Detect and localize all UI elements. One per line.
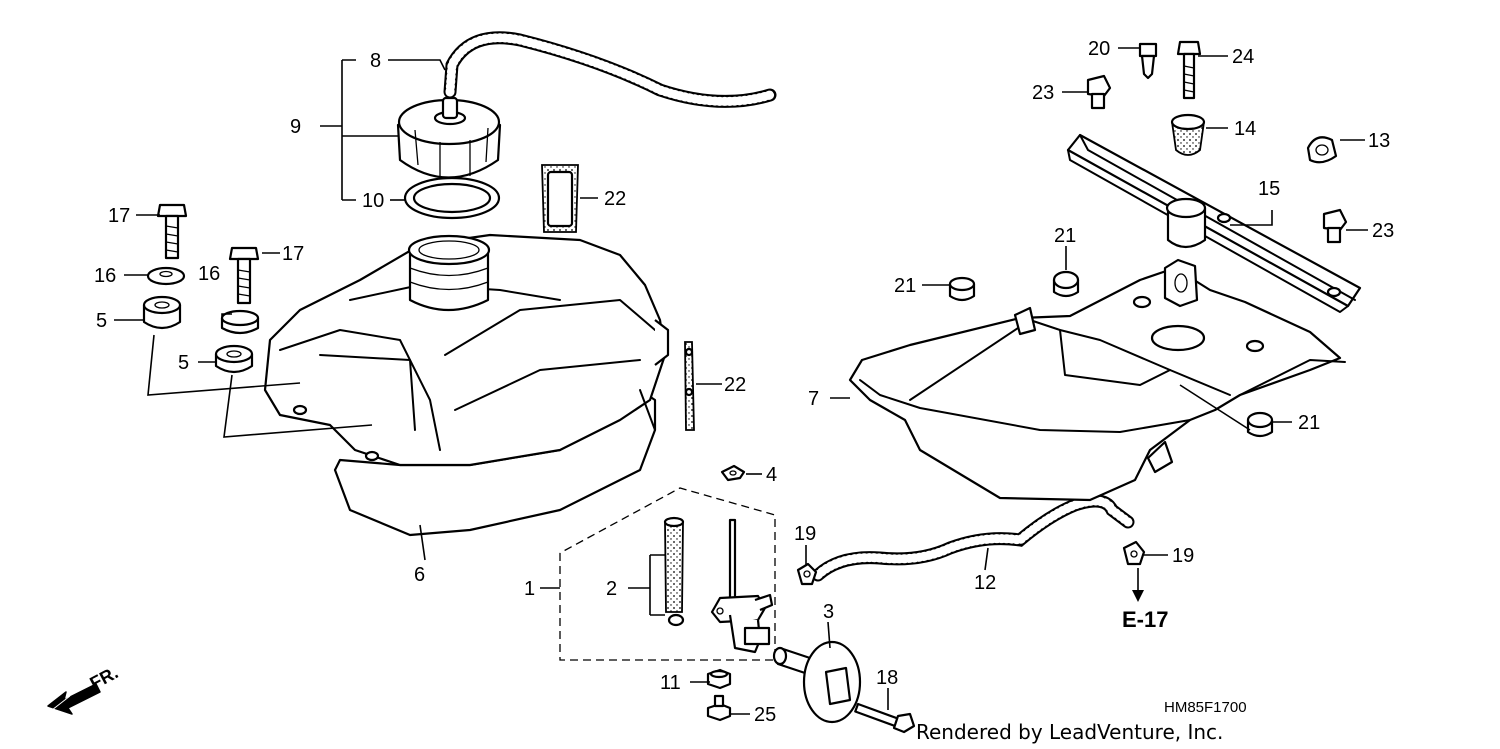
- callout-7: 7: [808, 388, 819, 410]
- callout-8: 8: [370, 50, 381, 72]
- bracket-15: [1066, 133, 1362, 313]
- fuel-valve-group-outline: [559, 487, 776, 661]
- callout-12: 12: [974, 572, 996, 594]
- callout-25: 25: [754, 704, 776, 726]
- reference-e17[interactable]: E-17: [1122, 607, 1168, 632]
- bolt-17-left: [156, 203, 188, 260]
- callout-2: 2: [606, 578, 617, 600]
- callout-22-side: 22: [724, 374, 746, 396]
- callout-21-left: 21: [894, 275, 916, 297]
- front-direction-arrow-icon: [47, 683, 101, 715]
- bolt-24: [1176, 40, 1202, 100]
- nut-11: [706, 668, 732, 690]
- fuel-strainer: [663, 516, 685, 627]
- render-credit: Rendered by LeadVenture, Inc.: [916, 720, 1223, 744]
- callout-19-right: 19: [1172, 545, 1194, 567]
- callout-5-left: 5: [96, 310, 107, 332]
- callout-20: 20: [1088, 38, 1110, 60]
- hose-clip-19-left: [796, 562, 818, 586]
- grommet-21-b: [1052, 270, 1080, 298]
- callout-24: 24: [1232, 46, 1254, 68]
- washer-16-left: [146, 266, 186, 286]
- bolt-25: [706, 694, 732, 722]
- callout-labels: 8 9 10 22 17 17 16 16 5 5 22 4 6 1 2 19 …: [94, 38, 1394, 726]
- callout-15: 15: [1258, 178, 1280, 200]
- callout-9: 9: [290, 116, 301, 138]
- clip-20: [1138, 42, 1158, 80]
- callout-16-left: 16: [94, 265, 116, 287]
- callout-23-right: 23: [1372, 220, 1394, 242]
- fuel-hose: [811, 494, 1135, 582]
- callout-17-left: 17: [108, 205, 130, 227]
- diagram-code: HM85F1700: [1164, 699, 1247, 716]
- tank-strap-side: [684, 341, 695, 431]
- clip-13: [1306, 136, 1338, 164]
- callout-19-left: 19: [794, 523, 816, 545]
- grommet-5-left: [142, 295, 182, 330]
- callout-4: 4: [766, 464, 777, 486]
- grommet-21-c: [1246, 411, 1274, 438]
- callout-5-center: 5: [178, 352, 189, 374]
- bolt-23-right: [1322, 208, 1348, 244]
- callout-1: 1: [524, 578, 535, 600]
- tray-7: [848, 258, 1346, 502]
- tank-strap-top: [541, 164, 579, 233]
- callout-18: 18: [876, 667, 898, 689]
- grommet-5-center: [214, 344, 254, 374]
- callout-14: 14: [1234, 118, 1256, 140]
- callout-23-top: 23: [1032, 82, 1054, 104]
- bolt-23-top: [1086, 74, 1112, 110]
- callout-10: 10: [362, 190, 384, 212]
- leader-lines: [114, 47, 1368, 715]
- fuel-valve: [710, 518, 774, 654]
- breather-hose: [443, 31, 777, 108]
- callout-11: 11: [660, 672, 681, 694]
- callout-21-center: 21: [1054, 225, 1076, 247]
- grommet-21-a: [948, 276, 976, 302]
- washer-16-center: [220, 309, 260, 335]
- cap-gasket: [403, 176, 501, 220]
- callout-17-center: 17: [282, 243, 304, 265]
- cover-3: [772, 640, 862, 724]
- fuel-cap: [396, 96, 502, 179]
- callout-6: 6: [414, 564, 425, 586]
- fuel-tank: [263, 233, 670, 537]
- damper-14: [1170, 113, 1206, 156]
- nut-4: [720, 464, 746, 482]
- callout-22-top: 22: [604, 188, 626, 210]
- callout-13: 13: [1368, 130, 1390, 152]
- callout-16-center: 16: [198, 263, 220, 285]
- callout-21-right: 21: [1298, 412, 1320, 434]
- bolt-17-center: [228, 246, 260, 305]
- callout-3: 3: [823, 601, 834, 623]
- bolt-18: [854, 702, 916, 734]
- hose-clip-19-right: [1122, 540, 1146, 566]
